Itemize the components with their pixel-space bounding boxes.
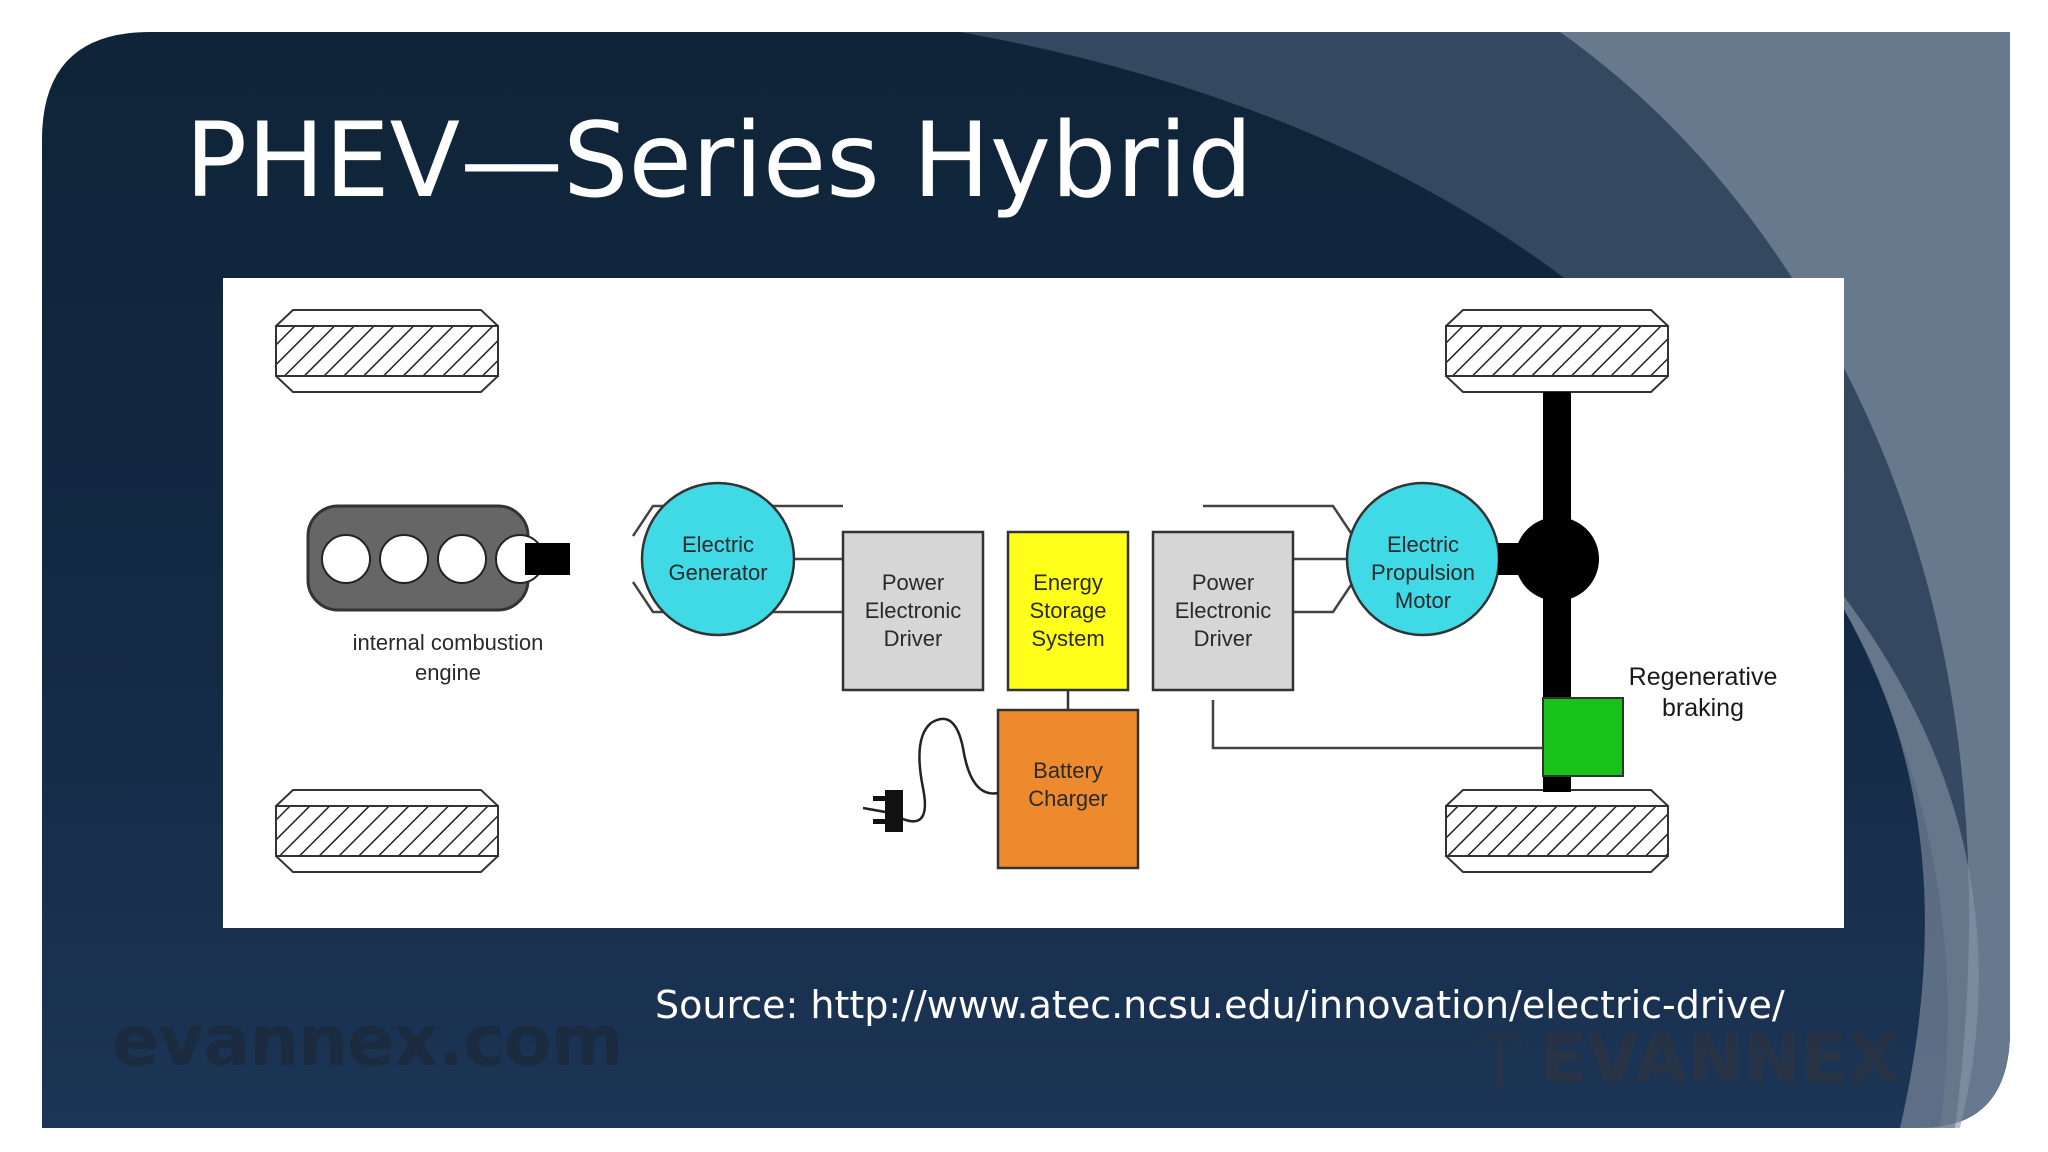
charger-line2: Charger (1028, 786, 1107, 811)
engine-block (306, 504, 545, 612)
plug-icon (873, 790, 903, 832)
engine-label-line2: engine (415, 660, 481, 685)
charger-line1: Battery (1033, 758, 1103, 783)
electric-generator (640, 481, 796, 637)
regen-label-line2: braking (1662, 694, 1744, 722)
storage-line2: Storage (1029, 598, 1106, 623)
swoosh-edge (1780, 520, 1979, 1128)
right-logo-text: EVANNEX (1540, 1020, 1900, 1099)
evannex-logo-watermark: EVANNEX (1476, 1020, 1900, 1099)
wheel-front-right (1445, 309, 1669, 393)
driver-left-line1: Power (882, 570, 944, 595)
power-electronic-driver-right (1151, 530, 1295, 692)
series-hybrid-diagram: internal combustion engine Electric Gene… (223, 278, 1844, 928)
logo-tower-icon (1476, 1032, 1524, 1090)
wheel-front-left (275, 309, 499, 393)
engine-shaft (525, 543, 570, 575)
charge-cord (862, 717, 999, 823)
wheel-rear-right (1445, 789, 1669, 873)
motor-line3: Motor (1395, 588, 1451, 613)
regen-label-line1: Regenerative (1629, 663, 1778, 691)
driver-right-line1: Power (1192, 570, 1254, 595)
evannex-watermark-left: evannex.com (112, 1000, 624, 1082)
swoosh-light (1560, 32, 2010, 1128)
driver-right-line3: Driver (1194, 626, 1253, 651)
driver-right-line2: Electronic (1175, 598, 1272, 623)
motor-line1: Electric (1387, 532, 1459, 557)
driver-left-line3: Driver (884, 626, 943, 651)
source-citation: Source: http://www.atec.ncsu.edu/innovat… (655, 983, 1785, 1027)
generator-label-line1: Electric (682, 532, 754, 557)
motor-line2: Propulsion (1371, 560, 1475, 585)
regenerative-braking-unit (1542, 697, 1624, 777)
battery-charger (996, 708, 1140, 870)
wheel-rear-left (275, 789, 499, 873)
engine-label-line1: internal combustion (353, 630, 544, 655)
generator-label-line2: Generator (668, 560, 767, 585)
driver-left-line2: Electronic (865, 598, 962, 623)
diagram-canvas: internal combustion engine Electric Gene… (275, 309, 1778, 873)
power-electronic-driver-left (841, 530, 985, 692)
differential (1515, 517, 1599, 601)
storage-line1: Energy (1033, 570, 1103, 595)
slide-title: PHEV—Series Hybrid (185, 101, 1253, 221)
storage-line3: System (1031, 626, 1104, 651)
